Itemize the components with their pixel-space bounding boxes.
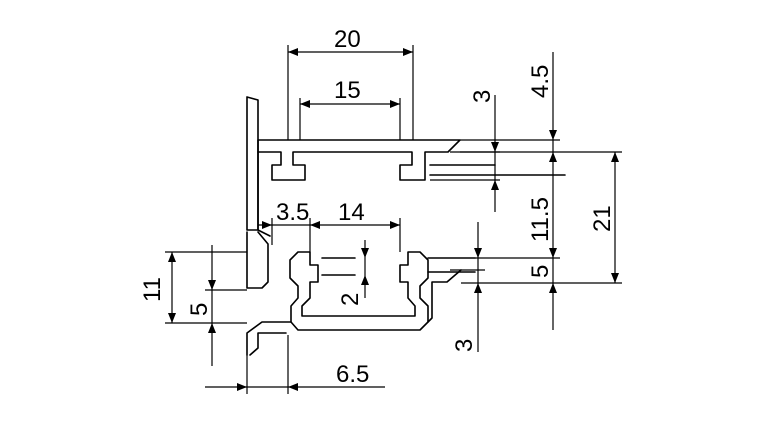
dim-label-3-top: 3 bbox=[469, 90, 496, 103]
lower-slot-lines bbox=[321, 257, 476, 276]
dim-label-21: 21 bbox=[589, 205, 616, 232]
dim-label-6-5: 6.5 bbox=[336, 361, 369, 388]
dimension-labels: 20 15 3 4.5 3.5 14 11.5 21 5 11 5 2 3 6.… bbox=[139, 26, 616, 388]
dim-label-3-5: 3.5 bbox=[276, 199, 309, 226]
dimension-lines bbox=[165, 45, 622, 394]
dim-label-2: 2 bbox=[337, 293, 364, 306]
dim-label-4-5: 4.5 bbox=[527, 65, 554, 98]
dim-label-3-bottom: 3 bbox=[451, 339, 478, 352]
dim-label-15: 15 bbox=[334, 77, 361, 104]
dim-label-11: 11 bbox=[139, 277, 166, 302]
left-wall bbox=[246, 96, 259, 231]
top-arm-outline bbox=[257, 139, 461, 181]
dim-label-14: 14 bbox=[338, 199, 365, 226]
profile-outline bbox=[246, 96, 566, 356]
arrowheads bbox=[168, 48, 619, 391]
dim-label-5-right: 5 bbox=[527, 265, 554, 278]
dim-label-5-left: 5 bbox=[186, 303, 213, 316]
lower-left-hook bbox=[246, 231, 269, 289]
dim-label-20: 20 bbox=[334, 26, 361, 53]
dim-label-11-5: 11.5 bbox=[527, 197, 554, 242]
bottom-foot bbox=[246, 269, 462, 356]
lower-channel bbox=[289, 251, 429, 323]
